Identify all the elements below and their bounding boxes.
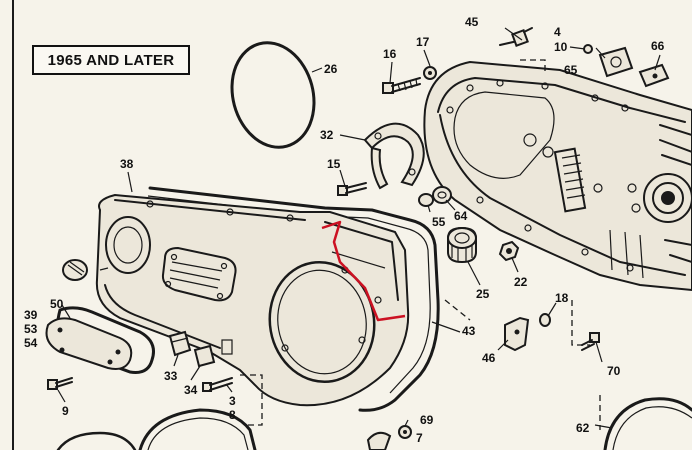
callout-45: 45 [465,15,479,29]
part-9-screw [47,377,73,390]
callout-32: 32 [320,128,334,142]
callout-34: 34 [184,383,198,397]
part-16-bolt [382,77,421,94]
callout-8: 8 [229,408,236,422]
callout-4: 4 [554,25,561,39]
callout-17: 17 [416,35,430,49]
callout-7: 7 [416,431,423,445]
inner-primary-housing [423,60,692,292]
part-lower-disc [56,431,137,450]
part-22-nut [498,240,520,262]
callout-22: 22 [514,275,528,289]
part-55-seal [418,193,434,207]
part-50-inspection-cover [45,306,155,374]
callout-43: 43 [462,324,476,338]
callout-50: 50 [50,297,64,311]
part-lower-gasket-left [138,408,257,450]
callout-54: 54 [24,336,38,350]
part-34-block [193,344,216,368]
page-edge [12,0,14,450]
part-38-outer-cover [95,193,410,407]
callout-69: 69 [420,413,434,427]
callout-65: 65 [564,63,578,77]
callout-70: 70 [607,364,621,378]
part-45-clip [499,27,533,47]
part-18-washer [539,313,551,327]
callout-66: 66 [651,39,665,53]
part-62-gasket [603,397,692,450]
callout-55: 55 [432,215,446,229]
part-64-spacer [432,186,452,204]
part-66-bracket [638,63,670,88]
callout-3: 3 [229,394,236,408]
callout-38: 38 [120,157,134,171]
callout-33: 33 [164,369,178,383]
highlight-outline [321,220,406,322]
callout-53: 53 [24,322,38,336]
callout-18: 18 [555,291,569,305]
part-43-gasket [148,186,440,412]
diagram-title: 1965 AND LATER [32,45,190,75]
part-10-screw [583,44,593,54]
callout-64: 64 [454,209,468,223]
part-46-bracket [504,316,530,352]
part-26-o-ring [230,41,316,149]
callout-16: 16 [383,47,397,61]
part-25-bearing [447,226,477,264]
callout-9: 9 [62,404,69,418]
callout-39: 39 [24,308,38,322]
callout-25: 25 [476,287,490,301]
leader-lines [57,47,661,429]
part-15-screw [337,182,367,196]
callout-26: 26 [324,62,338,76]
part-3-bolt [202,377,233,392]
callout-62: 62 [576,421,590,435]
part-33-block [168,330,192,357]
callout-15: 15 [327,157,341,171]
callout-46: 46 [482,351,496,365]
part-32-retainer-plate [363,122,425,190]
part-plug [62,259,88,281]
part-65-plate [598,46,634,78]
part-70-bolt [581,332,600,351]
callout-10: 10 [554,40,568,54]
